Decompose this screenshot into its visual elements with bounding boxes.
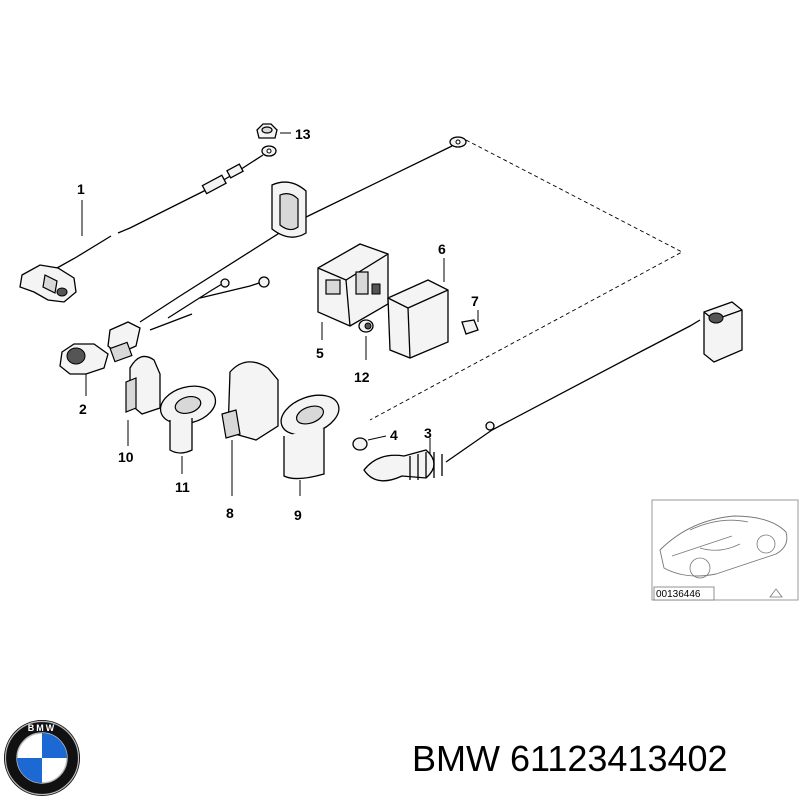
callout-5: 5 <box>316 345 324 361</box>
part-2-junction: 2 <box>59 276 270 417</box>
callout-11: 11 <box>175 479 190 495</box>
right-connector <box>639 301 743 363</box>
part-8-holder: 8 <box>221 361 279 521</box>
bmw-logo: BMW <box>4 720 80 796</box>
part-9-grommet: 9 <box>280 394 340 523</box>
callout-13: 13 <box>295 126 311 142</box>
part-12-plug: 12 <box>354 319 374 385</box>
callout-8: 8 <box>226 505 234 521</box>
svg-text:BMW: BMW <box>28 723 57 733</box>
callout-7: 7 <box>471 293 479 309</box>
vehicle-thumbnail: 00136446 <box>651 499 799 601</box>
part-3-bellows: 3 <box>363 351 641 482</box>
callout-3: 3 <box>424 425 432 441</box>
main-cable <box>139 136 683 421</box>
callout-10: 10 <box>118 449 134 465</box>
part-6-box: 6 <box>387 241 449 359</box>
callout-2: 2 <box>79 401 87 417</box>
part-11-grommet: 11 <box>159 385 217 495</box>
part-10-bracket: 10 <box>118 355 161 465</box>
thumbnail-code: 00136446 <box>656 589 701 600</box>
part-7-clip: 7 <box>461 293 479 335</box>
callout-9: 9 <box>294 507 302 523</box>
part-4-nut: 4 <box>352 427 398 451</box>
callout-12: 12 <box>354 369 370 385</box>
callout-6: 6 <box>438 241 446 257</box>
part-5-holder: 5 <box>316 243 389 361</box>
callout-1: 1 <box>77 181 85 197</box>
grommet-top <box>271 181 307 238</box>
part-number-caption: BMW 61123413402 <box>412 738 728 779</box>
part-1-cable: 1 <box>19 145 277 303</box>
part-13-nut: 13 <box>256 123 311 142</box>
callout-4: 4 <box>390 427 398 443</box>
